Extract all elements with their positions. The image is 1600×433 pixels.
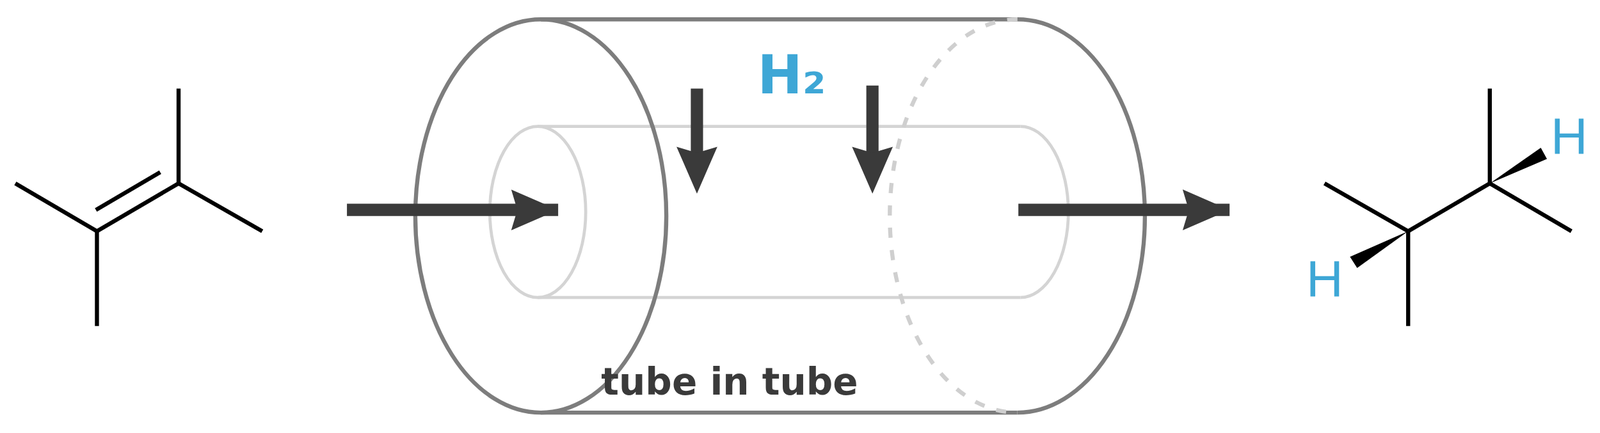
outlet-arrow xyxy=(1018,204,1230,217)
gas-arrowhead xyxy=(851,146,893,194)
reactor-label: tube in tube xyxy=(600,363,858,401)
wedge-bond xyxy=(1489,147,1547,184)
hydrogen-atom-label: H xyxy=(1550,110,1588,162)
hydrogen-atom-label: H xyxy=(1306,253,1344,305)
reagent-label: H₂ xyxy=(757,48,826,102)
gas-arrowhead xyxy=(676,146,718,194)
inlet-arrow xyxy=(346,204,559,217)
wedge-bond xyxy=(1349,231,1408,269)
alkene-structure xyxy=(15,88,263,327)
alkane-structure xyxy=(1324,88,1572,327)
outer-tube-hidden-edge xyxy=(889,19,1017,413)
inner-tube xyxy=(489,126,1069,299)
